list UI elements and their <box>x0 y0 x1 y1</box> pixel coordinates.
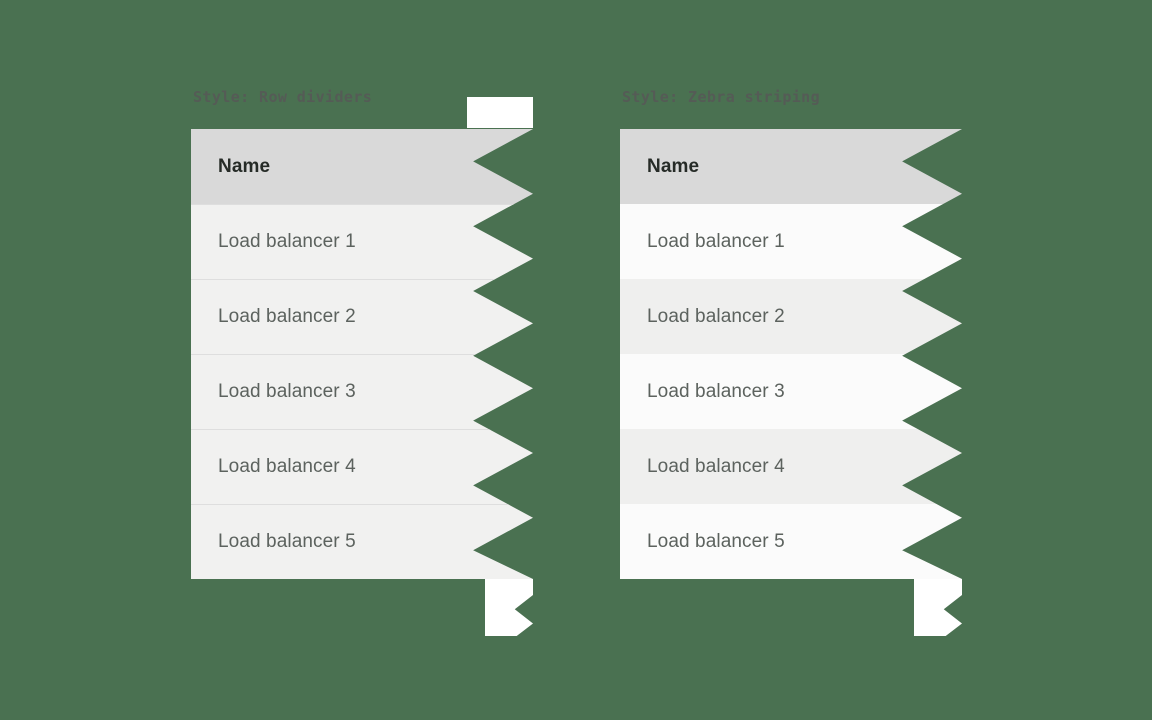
table-zebra-striping: Name Load balancer 1 Load balancer 2 Loa… <box>620 129 962 579</box>
column-header-name: Name <box>647 155 700 177</box>
decorative-tab-bottom-right-wrap <box>620 579 962 637</box>
cell-name: Load balancer 2 <box>647 305 785 327</box>
cell-name: Load balancer 1 <box>218 231 356 252</box>
table-header-row: Name <box>191 129 533 204</box>
decorative-tab-bottom-right <box>914 579 962 636</box>
decorative-tab-top-left <box>467 97 533 128</box>
cell-name: Load balancer 1 <box>647 230 785 252</box>
table-card-zebra-striping: Name Load balancer 1 Load balancer 2 Loa… <box>620 129 962 636</box>
cell-name: Load balancer 3 <box>218 381 356 402</box>
table-row[interactable]: Load balancer 1 <box>620 204 962 279</box>
column-header-name: Name <box>218 155 271 177</box>
cell-name: Load balancer 4 <box>647 455 785 477</box>
panel-zebra-striping: Style: Zebra striping Name Load balancer… <box>620 88 962 636</box>
table-row[interactable]: Load balancer 3 <box>620 354 962 429</box>
table-header-row: Name <box>620 129 962 204</box>
table-row[interactable]: Load balancer 3 <box>191 354 533 429</box>
table-row[interactable]: Load balancer 1 <box>191 204 533 279</box>
cell-name: Load balancer 5 <box>218 531 356 552</box>
decorative-tab-bottom-left <box>485 579 533 636</box>
table-row[interactable]: Load balancer 5 <box>191 504 533 579</box>
table-card-row-dividers: Name Load balancer 1 Load balancer 2 Loa… <box>191 97 533 636</box>
table-row[interactable]: Load balancer 4 <box>191 429 533 504</box>
decorative-tab-bottom-left-wrap <box>191 579 533 637</box>
table-row-dividers: Name Load balancer 1 Load balancer 2 Loa… <box>191 129 533 579</box>
table-row[interactable]: Load balancer 2 <box>620 279 962 354</box>
cell-name: Load balancer 5 <box>647 530 785 552</box>
table-row[interactable]: Load balancer 4 <box>620 429 962 504</box>
cell-name: Load balancer 4 <box>218 456 356 477</box>
table-row[interactable]: Load balancer 2 <box>191 279 533 354</box>
panel-title-zebra-striping: Style: Zebra striping <box>622 88 821 106</box>
cell-name: Load balancer 2 <box>218 306 356 327</box>
cell-name: Load balancer 3 <box>647 380 785 402</box>
panel-title-row-dividers: Style: Row dividers <box>193 88 373 106</box>
panel-row-dividers: Style: Row dividers Name Load balancer 1… <box>191 88 533 636</box>
table-row[interactable]: Load balancer 5 <box>620 504 962 579</box>
